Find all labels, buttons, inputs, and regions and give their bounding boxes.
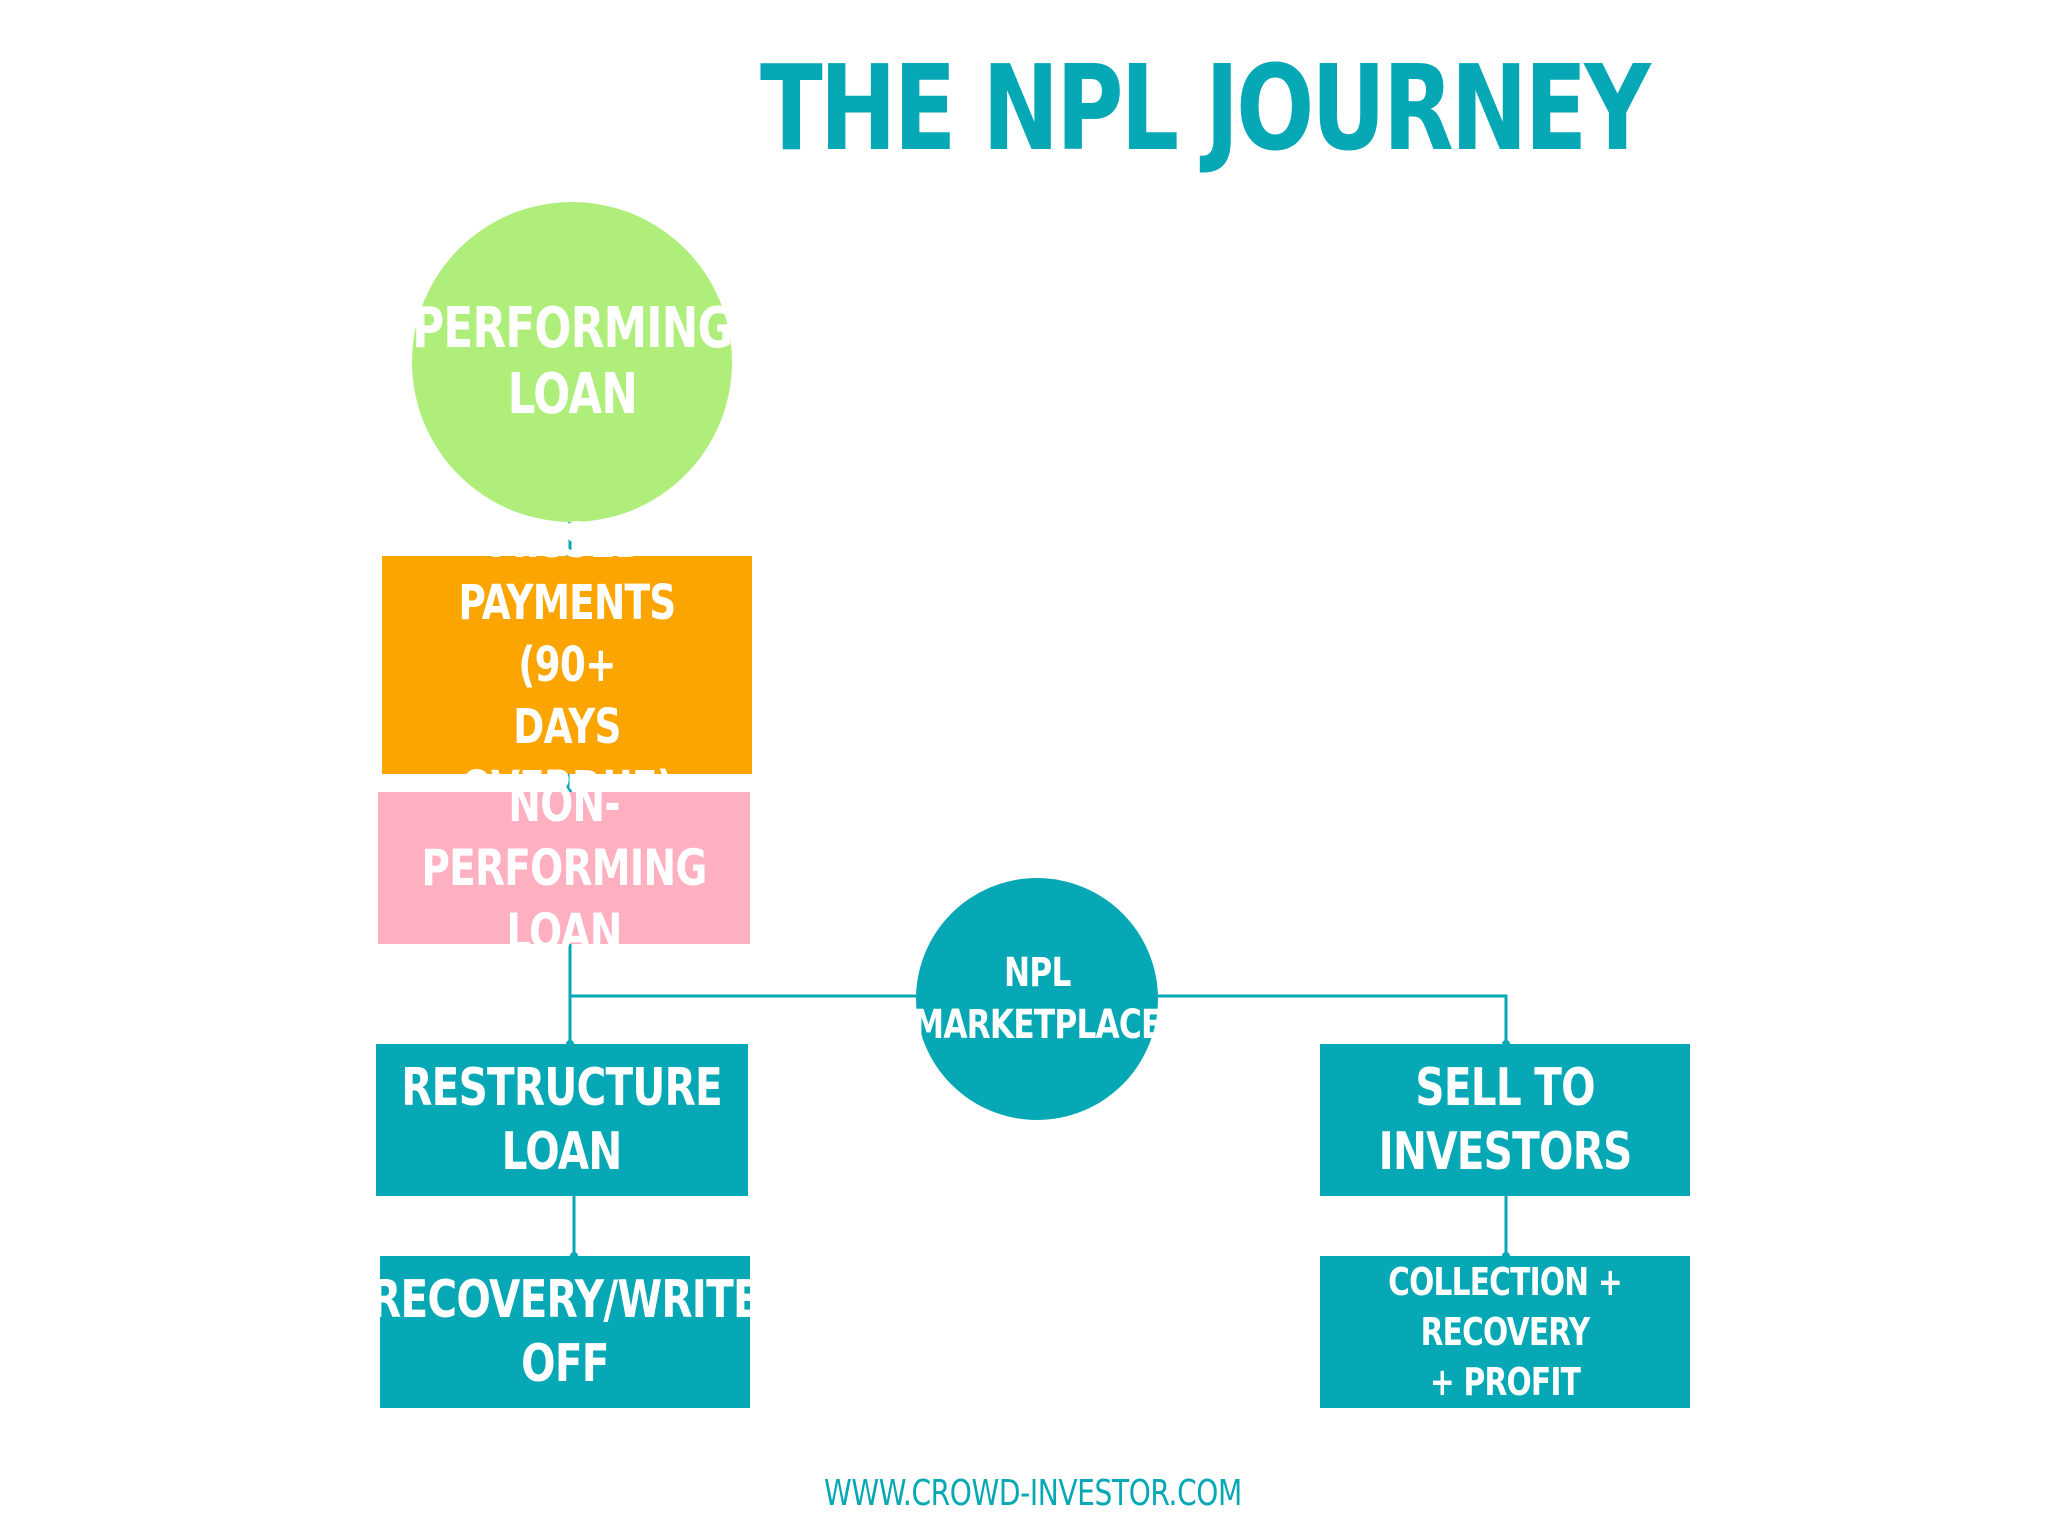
node-label: COLLECTION + RECOVERY + PROFIT xyxy=(1388,1260,1623,1404)
node-label: SELL TO INVESTORS xyxy=(1378,1058,1633,1182)
node-npl-marketplace: NPL MARKETPLACE xyxy=(913,878,1162,1120)
node-sell-to-investors: SELL TO INVESTORS xyxy=(1320,1044,1690,1196)
node-label: RESTRUCTURE LOAN xyxy=(401,1058,723,1182)
node-missed-payments: MISSED PAYMENTS (90+ DAYS OVERDUE) xyxy=(382,513,752,817)
page-title: THE NPL JOURNEY xyxy=(760,39,1651,177)
node-restructure-loan: RESTRUCTURE LOAN xyxy=(376,1044,748,1196)
node-non-performing-loan: NON-PERFORMING LOAN xyxy=(378,775,750,961)
node-label: RECOVERY/WRITE OFF xyxy=(370,1270,761,1394)
connector-marketplace-sell xyxy=(1158,994,1508,1044)
node-label: NON-PERFORMING LOAN xyxy=(421,775,707,961)
node-performing-loan: PERFORMING LOAN xyxy=(411,202,733,522)
footer-url: WWW.CROWD-INVESTOR.COM xyxy=(824,1473,1242,1514)
node-label: NPL MARKETPLACE xyxy=(912,950,1162,1048)
node-collection-recovery-profit: COLLECTION + RECOVERY + PROFIT xyxy=(1320,1256,1690,1408)
node-recovery-write-off: RECOVERY/WRITE OFF xyxy=(370,1256,761,1408)
node-label: PERFORMING LOAN xyxy=(411,296,733,427)
